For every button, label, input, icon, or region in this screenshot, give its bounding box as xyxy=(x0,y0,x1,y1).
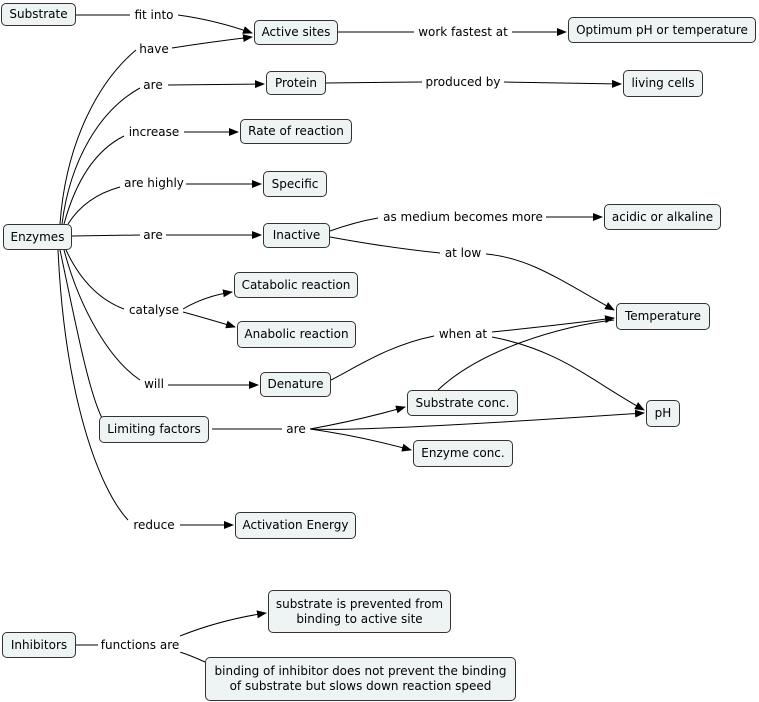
node-substrate[interactable]: Substrate xyxy=(1,3,76,26)
link-are-limiting: are xyxy=(284,422,308,436)
link-will: will xyxy=(142,377,166,391)
link-work-fastest-at: work fastest at xyxy=(416,25,510,39)
link-functions-are: functions are xyxy=(98,638,182,652)
node-acidic-or-alkaline[interactable]: acidic or alkaline xyxy=(604,204,721,230)
node-enzyme-conc[interactable]: Enzyme conc. xyxy=(413,440,513,467)
node-inactive[interactable]: Inactive xyxy=(263,223,330,248)
link-fit-into: fit into xyxy=(132,8,176,22)
node-limiting-factors[interactable]: Limiting factors xyxy=(99,416,209,443)
node-temperature[interactable]: Temperature xyxy=(616,303,710,330)
node-enzymes[interactable]: Enzymes xyxy=(3,224,72,250)
node-active-sites[interactable]: Active sites xyxy=(254,20,338,45)
node-denature[interactable]: Denature xyxy=(260,372,331,397)
node-catabolic-reaction[interactable]: Catabolic reaction xyxy=(234,272,358,298)
node-substrate-conc[interactable]: Substrate conc. xyxy=(407,390,518,416)
link-catalyse: catalyse xyxy=(126,303,182,317)
link-produced-by: produced by xyxy=(423,75,503,89)
link-as-medium-becomes-more: as medium becomes more xyxy=(381,210,545,224)
node-ph[interactable]: pH xyxy=(646,400,680,427)
node-rate-of-reaction[interactable]: Rate of reaction xyxy=(240,119,352,144)
node-anabolic-reaction[interactable]: Anabolic reaction xyxy=(237,321,356,348)
node-substrate-prevented[interactable]: substrate is prevented from binding to a… xyxy=(268,590,451,633)
link-are-highly: are highly xyxy=(122,176,186,190)
node-protein[interactable]: Protein xyxy=(266,71,326,95)
node-optimum[interactable]: Optimum pH or temperature xyxy=(568,17,756,43)
link-are-protein: are xyxy=(141,78,165,92)
node-inhibitors[interactable]: Inhibitors xyxy=(2,632,76,658)
link-when-at: when at xyxy=(436,327,490,341)
link-reduce: reduce xyxy=(131,518,177,532)
link-are-inactive: are xyxy=(141,228,165,242)
node-living-cells[interactable]: living cells xyxy=(623,70,703,97)
link-have: have xyxy=(137,42,171,56)
node-activation-energy[interactable]: Activation Energy xyxy=(235,512,356,539)
node-specific[interactable]: Specific xyxy=(263,171,327,197)
link-increase: increase xyxy=(126,125,182,139)
link-at-low: at low xyxy=(442,246,484,260)
node-binding-of-inhibitor[interactable]: binding of inhibitor does not prevent th… xyxy=(205,657,516,701)
